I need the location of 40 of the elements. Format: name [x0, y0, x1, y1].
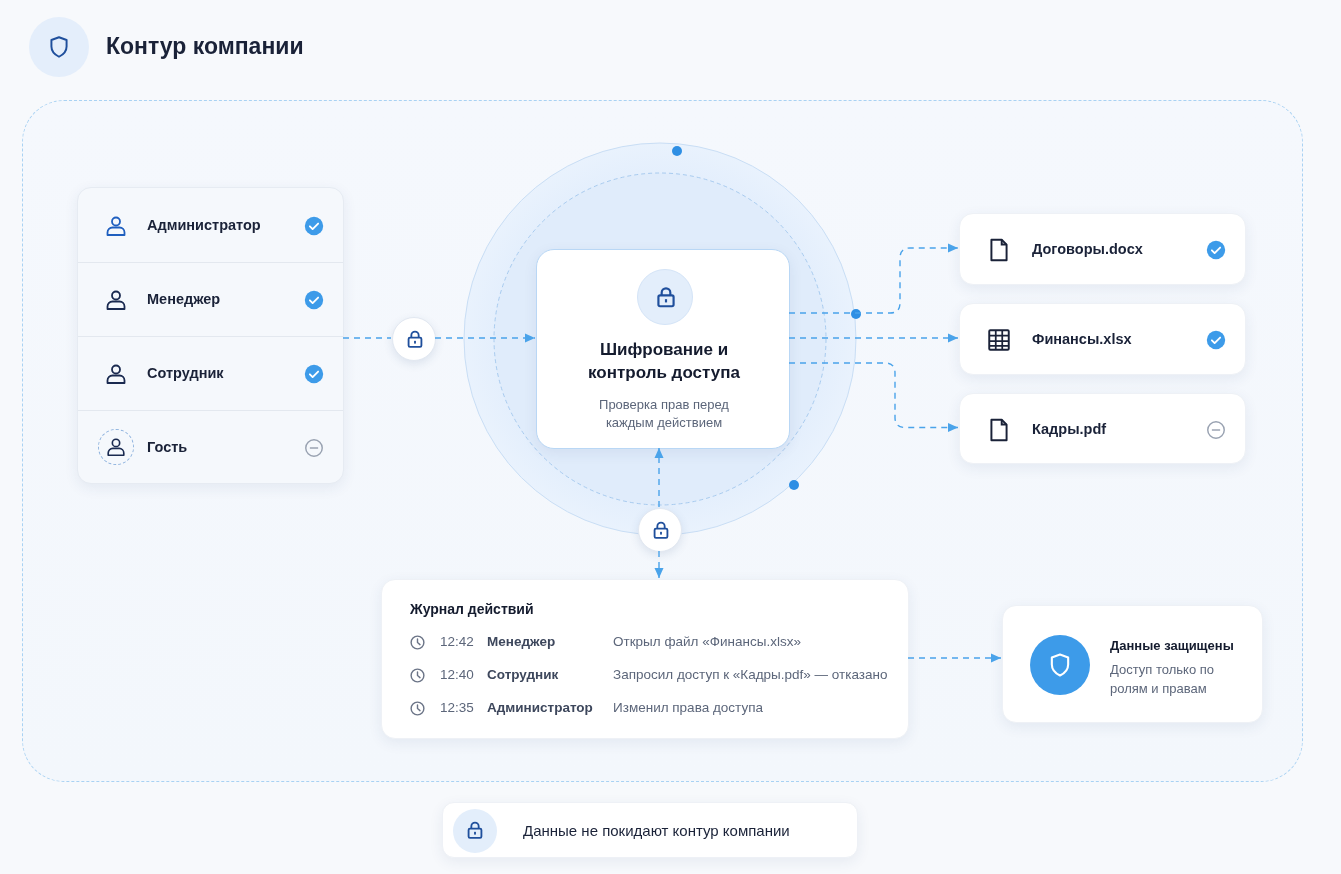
- connector-arrow: [434, 333, 536, 343]
- card-title: Данные защищены: [1110, 638, 1234, 653]
- log-user: Сотрудник: [487, 667, 559, 682]
- log-time: 12:40: [440, 667, 474, 682]
- connector-arrow: [654, 550, 664, 579]
- log-action: Запросил доступ к «Кадры.pdf» — отказано: [613, 667, 888, 682]
- file-name: Кадры.pdf: [1032, 420, 1107, 437]
- connector-arrow: [788, 243, 959, 314]
- log-time: 12:35: [440, 700, 474, 715]
- security-perimeter: [22, 100, 1303, 782]
- role-label: Администратор: [147, 216, 261, 233]
- log-time: 12:42: [440, 634, 474, 649]
- activity-log-card: [381, 579, 909, 739]
- file-card: [959, 213, 1246, 285]
- file-name: Договоры.docx: [1032, 241, 1143, 257]
- log-user: Менеджер: [487, 634, 556, 649]
- card-subtitle: Проверка прав перед каждым действием: [598, 396, 730, 432]
- role-label: Менеджер: [147, 291, 221, 307]
- connector-arrow: [788, 362, 959, 432]
- status-card: [1002, 605, 1263, 723]
- role-label: Гость: [147, 439, 188, 455]
- access-control-card: [536, 249, 790, 449]
- card-title: Шифрование и контроль доступа: [587, 339, 741, 384]
- card-heading: Журнал действий: [410, 601, 534, 617]
- file-card: [959, 303, 1246, 375]
- connector-arrow: [907, 653, 1002, 663]
- file-card: [959, 393, 1246, 464]
- diagram-title: Контур компании: [106, 33, 304, 60]
- log-user: Администратор: [487, 700, 593, 715]
- card-subtitle: Доступ только по ролям и правам: [1110, 661, 1215, 698]
- log-action: Изменил права доступа: [613, 700, 763, 715]
- connector-arrow: [654, 447, 664, 508]
- role-label: Сотрудник: [147, 365, 224, 381]
- footer-note-pill: [442, 802, 858, 858]
- file-name: Финансы.xlsx: [1032, 331, 1132, 347]
- roles-panel: [77, 187, 344, 484]
- note-text: Данные не покидают контур компании: [523, 822, 790, 839]
- lock-node: [392, 317, 436, 361]
- connector-arrow: [788, 333, 959, 343]
- log-action: Открыл файл «Финансы.xlsx»: [613, 634, 801, 649]
